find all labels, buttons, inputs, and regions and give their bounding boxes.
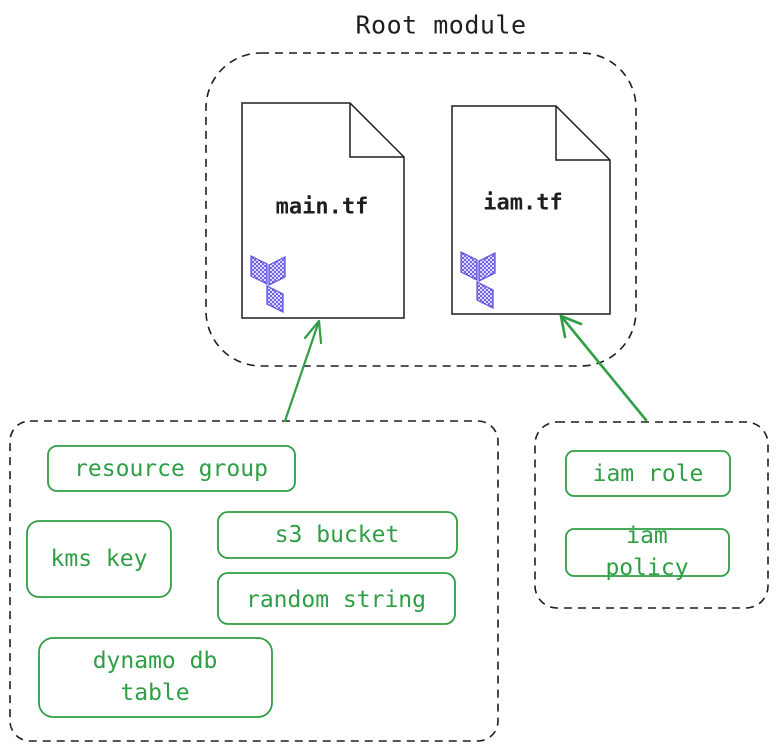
right-resource-group-container bbox=[534, 421, 769, 609]
resource-label-iam-role: iam role bbox=[592, 461, 704, 487]
resource-label-kms-key: kms key bbox=[50, 546, 148, 572]
resource-box-s3-bucket bbox=[217, 511, 458, 559]
resource-label-resource-group: resource group bbox=[74, 456, 268, 482]
resource-box-iam-role bbox=[565, 450, 731, 497]
left-resource-group-container bbox=[9, 420, 499, 742]
file-label-iam-tf: iam.tf bbox=[483, 190, 563, 216]
arrow-right-group-to-iam-tf bbox=[559, 314, 648, 422]
resource-label-iam-policy: iam policy bbox=[605, 523, 689, 581]
resource-box-resource-group bbox=[47, 445, 296, 492]
root-module-container bbox=[205, 52, 637, 367]
file-label-main-tf: main.tf bbox=[275, 194, 369, 220]
resource-box-iam-policy bbox=[565, 528, 730, 577]
resource-box-random-string bbox=[217, 572, 456, 625]
terraform-icon bbox=[250, 255, 286, 313]
resource-label-s3-bucket: s3 bucket bbox=[274, 522, 400, 548]
root-module-title: Root module bbox=[355, 10, 527, 40]
arrow-left-group-to-main-tf bbox=[283, 319, 323, 423]
resource-label-dynamo-db-table: dynamo db table bbox=[92, 648, 218, 706]
resource-label-random-string: random string bbox=[245, 587, 427, 613]
resource-box-dynamo-db-table bbox=[38, 637, 273, 718]
resource-box-kms-key bbox=[26, 520, 172, 598]
terraform-icon bbox=[460, 251, 496, 309]
